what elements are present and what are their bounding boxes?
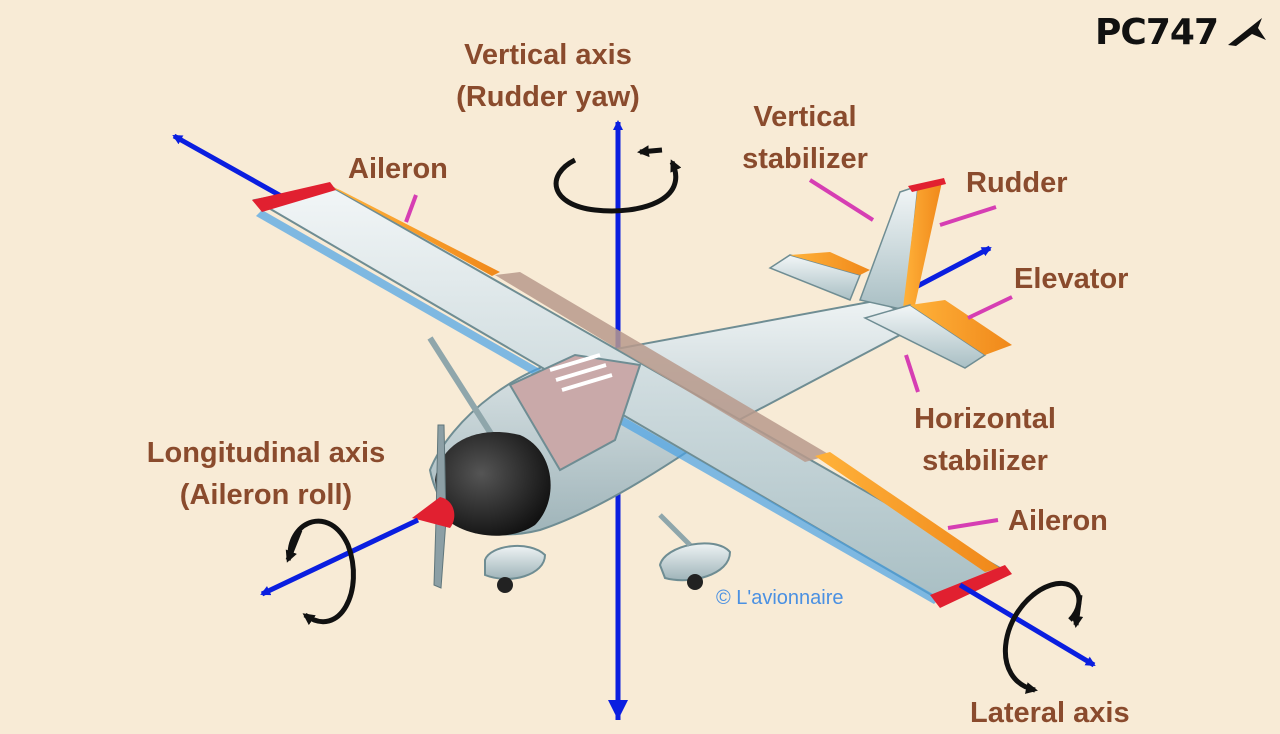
label-horizontal-stabilizer-line2: stabilizer — [922, 445, 1048, 478]
landing-gear-right — [658, 542, 732, 582]
leader-rudder — [939, 205, 997, 227]
wheel-front — [497, 577, 513, 593]
label-longitudinal-axis: Longitudinal axis (Aileron roll) — [120, 432, 412, 516]
label-vertical-stabilizer-line1: Vertical — [753, 101, 857, 133]
label-elevator: Elevator — [1014, 263, 1129, 295]
wingtip-right — [930, 565, 1012, 608]
logo-text: PC747 — [1095, 12, 1219, 53]
wing-flap-band — [495, 272, 830, 462]
cockpit-window — [508, 353, 642, 472]
label-aileron-left: Aileron — [348, 153, 448, 185]
rudder-tip — [908, 178, 946, 192]
leader-aileron-right — [947, 518, 999, 530]
label-rudder: Rudder — [966, 167, 1068, 199]
longitudinal-axis-front — [260, 517, 420, 597]
rudder-surface — [903, 182, 942, 308]
logo-label: PC747 — [1095, 12, 1219, 53]
label-longitudinal-axis-line2: (Aileron roll) — [179, 479, 353, 512]
roof-vents — [549, 353, 613, 392]
elevator-right — [910, 300, 1012, 355]
yaw-rotation-arrow — [553, 157, 682, 214]
landing-gear-front — [484, 544, 547, 580]
label-horizontal-stabilizer: Horizontal stabilizer — [892, 398, 1078, 482]
leader-elevator — [967, 295, 1013, 320]
pitch-rotation-arrow-2 — [1071, 594, 1084, 628]
roll-rotation-arrow — [287, 518, 356, 626]
roll-rotation-arrow-2 — [285, 529, 303, 563]
label-aileron-right: Aileron — [1008, 505, 1108, 537]
aileron-right-surface — [815, 452, 1000, 572]
spinner — [412, 497, 455, 528]
gear-strut — [658, 513, 692, 547]
elevator-left — [790, 252, 870, 275]
lateral-axis-tail — [908, 245, 992, 293]
engine-cowling — [435, 432, 551, 536]
leader-horizontal-stabilizer — [904, 354, 920, 393]
wing-strut — [427, 336, 498, 442]
label-vertical-stabilizer-line2: stabilizer — [742, 143, 868, 176]
leader-vertical-stabilizer — [808, 178, 875, 222]
aileron-left-surface — [330, 186, 500, 276]
copyright-text: © L'avionnaire — [716, 587, 844, 609]
wheel-right — [687, 574, 703, 590]
label-lateral-axis: Lateral axis — [970, 697, 1130, 729]
label-vertical-axis-line1: Vertical axis — [464, 39, 632, 71]
label-vertical-stabilizer: Vertical stabilizer — [722, 96, 888, 180]
label-vertical-axis: Vertical axis (Rudder yaw) — [430, 34, 666, 118]
label-longitudinal-axis-line1: Longitudinal axis — [146, 437, 386, 469]
logo-plane-icon — [1228, 18, 1266, 46]
label-horizontal-stabilizer-line1: Horizontal — [914, 403, 1056, 435]
leader-aileron-left — [404, 194, 418, 223]
yaw-rotation-arrow-2 — [637, 145, 663, 158]
vertical-axis-bottom-arrowhead — [608, 700, 628, 720]
label-vertical-axis-line2: (Rudder yaw) — [456, 81, 640, 114]
lateral-axis-front — [958, 582, 1096, 668]
wingtip-left — [252, 182, 336, 212]
